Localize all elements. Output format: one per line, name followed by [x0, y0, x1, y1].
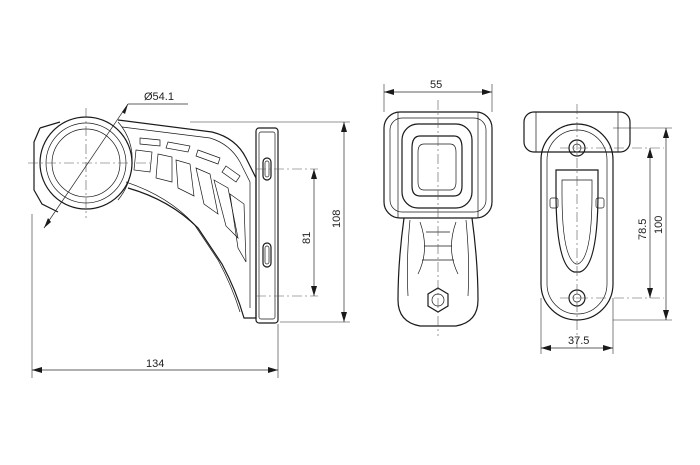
side-arm-body	[117, 119, 257, 319]
front-lens-window	[401, 123, 473, 209]
side-lamp-housing	[33, 121, 61, 213]
dim-side-height-total: 108	[331, 210, 343, 228]
dim-diameter: Ø54.1	[144, 91, 174, 103]
dim-side-height-inner: 81	[301, 232, 313, 244]
dim-side-width: 134	[146, 358, 164, 370]
dim-back-width: 37.5	[568, 335, 589, 347]
dim-back-height-total: 100	[653, 216, 665, 234]
diameter-leader	[43, 103, 129, 229]
back-view: 100 78.5 37.5	[523, 104, 672, 354]
side-slot-lower	[262, 242, 272, 268]
front-view: 55	[383, 79, 493, 336]
back-arm	[555, 169, 599, 273]
dim-front-width: 55	[430, 79, 442, 91]
side-view: Ø54.1 134 108 81	[28, 91, 350, 378]
dim-back-height-holes: 78.5	[637, 219, 649, 240]
